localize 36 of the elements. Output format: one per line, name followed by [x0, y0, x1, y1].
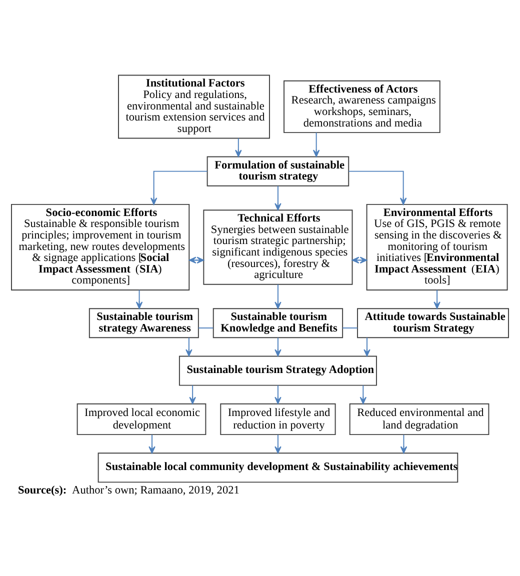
arrow [274, 284, 282, 310]
arrow [274, 185, 282, 210]
connector [198, 327, 214, 328]
arrow [364, 337, 370, 356]
arrow [235, 138, 242, 158]
node-box: Reduced environmental and land degradation [349, 403, 490, 436]
arrow [274, 434, 282, 454]
node-box: Attitude towards Sustainable tourism Strategy [357, 308, 509, 338]
arrow [148, 434, 156, 454]
caption: Source(s): Author’s own; Ramaano, 2019, 2021 [18, 484, 240, 497]
arrow [150, 170, 208, 205]
node-box: Technical Efforts Synergies between sustainable tourism strategic partnership; significant indigenous species (resources), forestry & agriculture [203, 210, 353, 285]
node-box: Environmental Efforts Use of GIS, PGIS & remote sensing in the discoveries & monitoring of tourism initiatives [Environmental Impact Assessment (EIA) tools] [366, 204, 508, 290]
arrow [434, 290, 440, 309]
node-box: Sustainable local community development & Sustainability achievements [98, 452, 458, 483]
arrow [136, 290, 143, 309]
node-box: Socio-economic Efforts Sustainable & responsible tourism principles; improvement in tourism marketing, new routes developments & signage applications [Social Impact Assessment (SIA) components] [11, 204, 190, 290]
arrow [189, 384, 196, 404]
arrow [360, 384, 367, 404]
node-box: Institutional Factors Policy and regulations, environmental and sustainable tourism extension services and support [118, 74, 270, 139]
arrow [188, 256, 204, 264]
connector [342, 327, 358, 328]
node-box: Formulation of sustainable tourism strategy [206, 156, 350, 186]
arrow [312, 132, 320, 158]
node-box: Effectiveness of Actors Research, awareness campaigns workshops, seminars, demonstrations and media [284, 80, 440, 134]
node-box: Sustainable tourism Knowledge and Benefits [212, 308, 344, 338]
node-box: Improved lifestyle and reduction in poverty [220, 403, 336, 436]
arrow [352, 256, 368, 264]
node-box: Improved local economic development [76, 403, 206, 436]
node-box: Sustainable tourism strategy Awareness [88, 308, 199, 338]
arrow [186, 337, 192, 356]
arrow [274, 337, 282, 356]
arrow [400, 434, 408, 454]
arrow [348, 170, 407, 205]
arrow [274, 384, 282, 404]
node-box: Sustainable tourism Strategy Adoption [178, 356, 377, 386]
